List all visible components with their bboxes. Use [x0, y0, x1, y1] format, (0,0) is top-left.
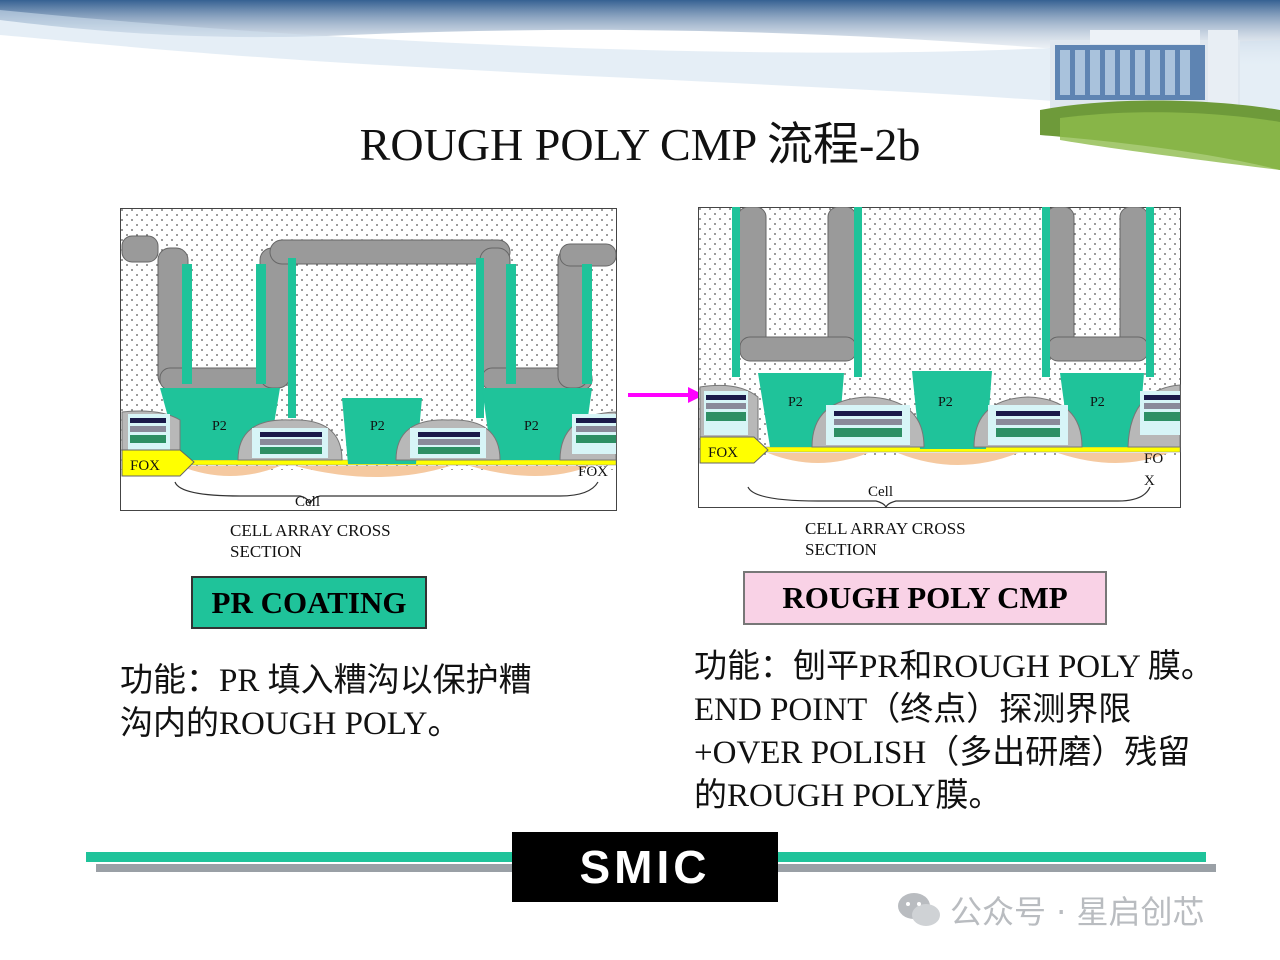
- smic-logo: SMIC: [512, 832, 778, 902]
- p2-label: P2: [938, 395, 953, 410]
- caption-line: SECTION: [805, 540, 877, 559]
- gate-stack: [699, 384, 759, 448]
- left-caption: CELL ARRAY CROSS SECTION: [230, 520, 391, 562]
- cell-label: Cell: [295, 494, 320, 510]
- description-line: 的ROUGH POLY膜。: [694, 778, 1002, 814]
- right-description: 功能：刨平PR和ROUGH POLY 膜。 END POINT（终点）探测界限 …: [694, 646, 1214, 818]
- cell-label: Cell: [868, 484, 893, 500]
- process-arrow: [628, 387, 704, 403]
- gate-stack: [811, 396, 925, 448]
- cell-brace: [747, 486, 1151, 509]
- p2-label: P2: [788, 395, 803, 410]
- gate-stack: [121, 410, 181, 461]
- watermark-text: 公众号 · 星启创芯: [950, 893, 1205, 931]
- right-cross-section-diagram: FOX FO X P2 P2 P2 Cell: [698, 207, 1181, 509]
- description-line: 功能：PR 填入糟沟以保护糟: [120, 663, 532, 699]
- gate-stack: [973, 396, 1083, 448]
- caption-line: CELL ARRAY CROSS: [805, 519, 966, 538]
- header-banner: [0, 0, 1280, 170]
- gate-stack: [559, 411, 617, 461]
- caption-line: SECTION: [230, 542, 302, 561]
- gate-stack: [395, 419, 501, 461]
- step-box-rough-poly-cmp: ROUGH POLY CMP: [743, 571, 1107, 625]
- building-image: [1040, 30, 1280, 170]
- description-line: +OVER POLISH（多出研磨）残留: [694, 735, 1191, 771]
- fox-region-left: [699, 436, 769, 464]
- step-box-pr-coating: PR COATING: [191, 576, 427, 629]
- p2-label: P2: [370, 419, 385, 434]
- description-line: 沟内的ROUGH POLY。: [120, 706, 461, 742]
- fox-region-left: [121, 449, 195, 477]
- gate-stack: [1127, 384, 1181, 448]
- description-line: END POINT（终点）探测界限: [694, 692, 1132, 728]
- right-caption: CELL ARRAY CROSS SECTION: [805, 518, 966, 560]
- fox-label-right: FO: [1144, 451, 1163, 467]
- fox-label-right: FOX: [578, 464, 608, 480]
- left-description: 功能：PR 填入糟沟以保护糟 沟内的ROUGH POLY。: [120, 660, 532, 746]
- fox-label-left: FOX: [708, 445, 738, 461]
- left-cross-section-diagram: FOX FOX P2 P2 P2 Cell: [120, 208, 617, 511]
- slide-title: ROUGH POLY CMP 流程-2b: [359, 119, 921, 170]
- fox-label-right-2: X: [1144, 473, 1155, 489]
- fox-label-left: FOX: [130, 458, 160, 474]
- gate-stack: [237, 419, 343, 461]
- p2-label: P2: [524, 419, 539, 434]
- description-line: 功能：刨平PR和ROUGH POLY 膜。: [694, 649, 1214, 685]
- cell-brace: [174, 481, 599, 506]
- caption-line: CELL ARRAY CROSS: [230, 521, 391, 540]
- watermark: 公众号 · 星启创芯: [896, 888, 1205, 932]
- wechat-icon: [898, 893, 940, 926]
- p2-label: P2: [212, 419, 227, 434]
- p2-label: P2: [1090, 395, 1105, 410]
